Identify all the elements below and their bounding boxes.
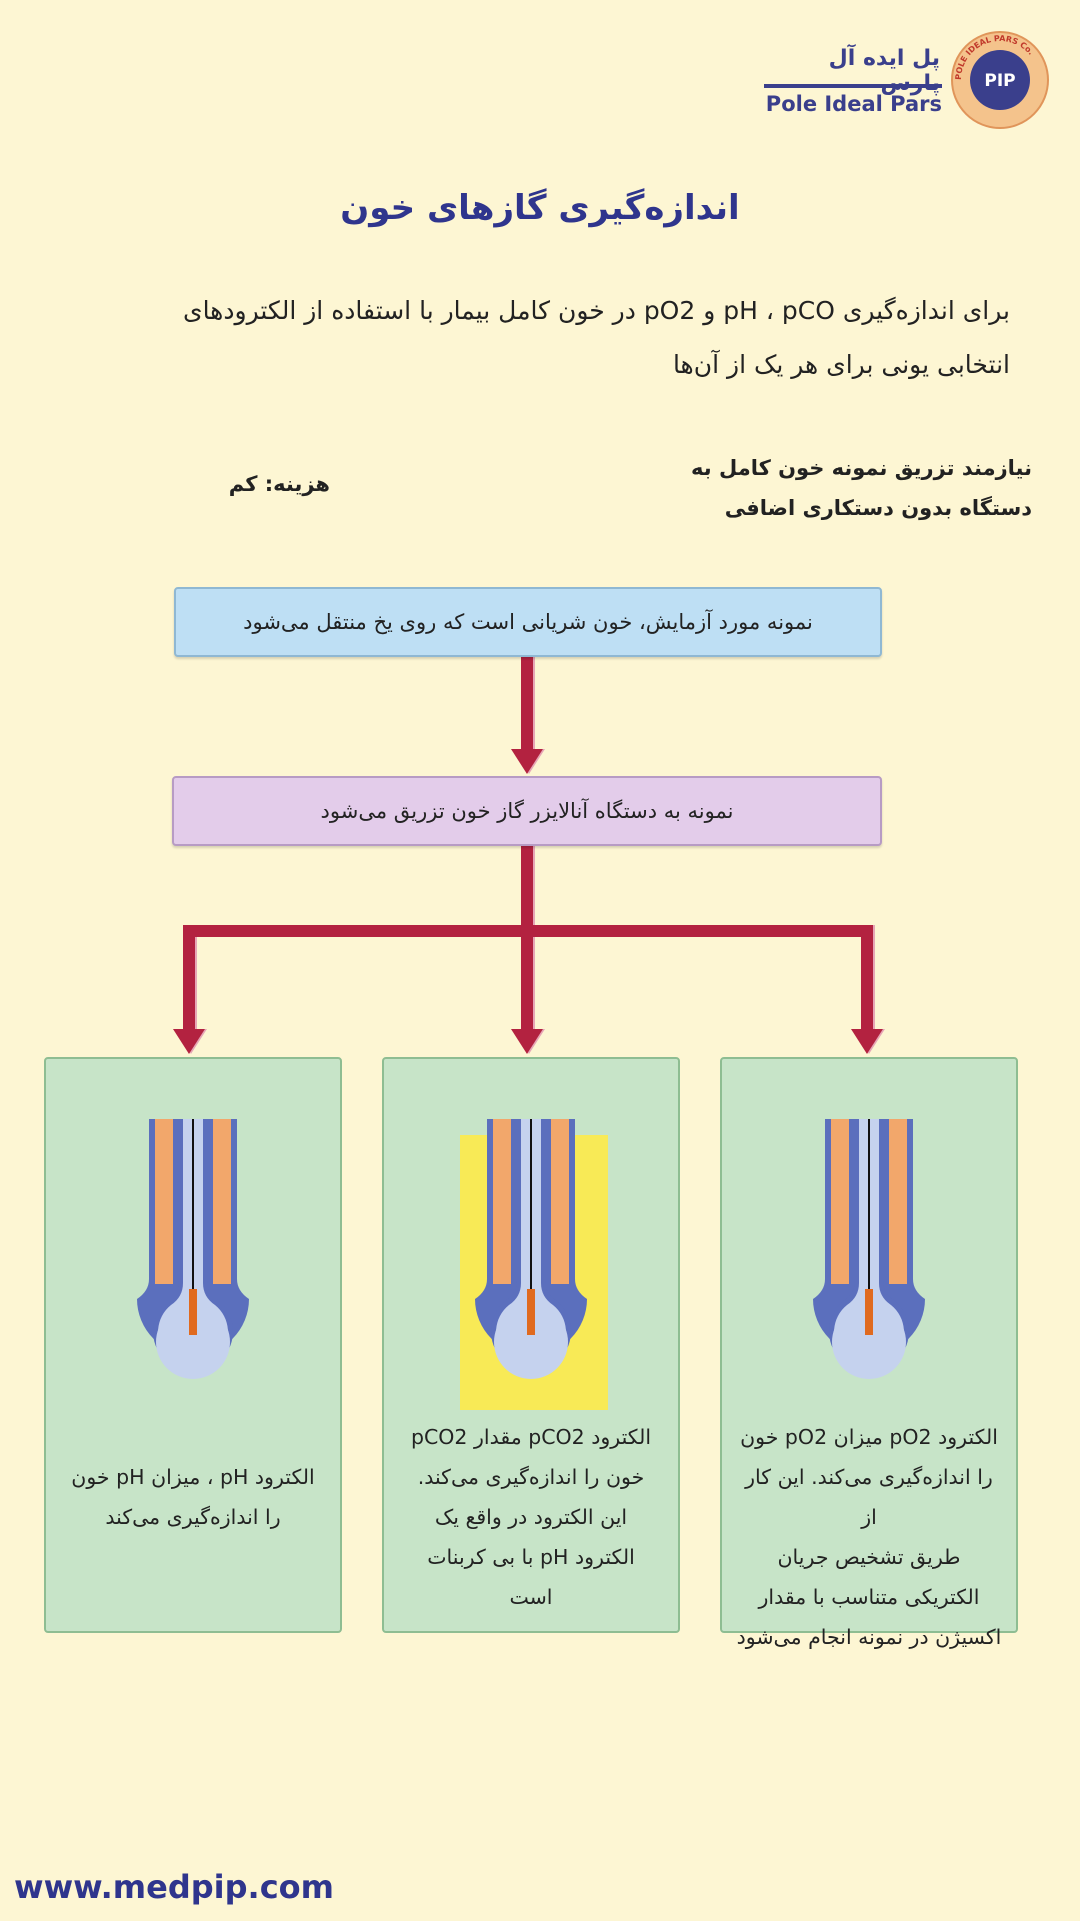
po2-line-2: را اندازه‌گیری می‌کند. این کار از: [745, 1465, 993, 1529]
po2-line-4: الکتریکی متناسب با مقدار: [758, 1585, 980, 1609]
requirement-line-1: نیازمند تزریق نمونه خون کامل به: [691, 456, 1032, 480]
connector-1-shaft: [521, 653, 533, 753]
flow-step-sample-text: نمونه مورد آزمایش، خون شریانی است که روی…: [243, 610, 813, 634]
ph-electrode-description: الکترود pH ، میزان pH خون را اندازه‌گیری…: [60, 1457, 326, 1537]
ph-electrode-card: الکترود pH ، میزان pH خون را اندازه‌گیری…: [44, 1057, 342, 1633]
requirement-note: نیازمند تزریق نمونه خون کامل به دستگاه ب…: [560, 448, 1032, 528]
intro-line-1: برای اندازه‌گیری pH ، pCO و pO2 در خون ک…: [183, 296, 1010, 325]
requirement-line-2: دستگاه بدون دستکاری اضافی: [724, 496, 1032, 520]
pco2-electrode-card: الکترود pCO2 مقدار pCO2 خون را اندازه‌گی…: [382, 1057, 680, 1633]
ph-line-1: الکترود pH ، میزان pH خون: [71, 1465, 315, 1489]
website-url[interactable]: www.medpip.com: [14, 1868, 334, 1906]
pco2-line-3: این الکترود در واقع یک: [434, 1505, 628, 1529]
logo-monogram: PIP: [984, 71, 1015, 91]
logo-name-en: Pole Ideal Pars: [765, 92, 942, 116]
company-seal-logo: POLE IDEAL PARS Co. PIP: [951, 31, 1049, 129]
po2-electrode-card: الکترود pO2 میزان pO2 خون را اندازه‌گیری…: [720, 1057, 1018, 1649]
connector-mid-arrowhead: [511, 1029, 543, 1054]
cost-note: هزینه: کم: [228, 472, 330, 496]
flow-step-injection: نمونه به دستگاه آنالایزر گاز خون تزریق م…: [172, 776, 882, 846]
connector-1-arrowhead: [511, 749, 543, 774]
pco2-line-2: خون را اندازه‌گیری می‌کند.: [417, 1465, 645, 1489]
pco2-line-5: است: [509, 1585, 553, 1609]
connector-right-arrowhead: [851, 1029, 883, 1054]
pco2-line-1: الکترود pCO2 مقدار pCO2: [410, 1425, 652, 1449]
intro-text: برای اندازه‌گیری pH ، pCO و pO2 در خون ک…: [60, 284, 1010, 392]
ph-line-2: را اندازه‌گیری می‌کند: [105, 1505, 281, 1529]
po2-line-5: اکسیژن در نمونه انجام می‌شود: [736, 1625, 1002, 1649]
po2-line-1: الکترود pO2 میزان pO2 خون: [740, 1425, 998, 1449]
po2-line-3: طریق تشخیص جریان: [777, 1545, 961, 1569]
connector-left-arrowhead: [173, 1029, 205, 1054]
po2-electrode-icon: [813, 1119, 925, 1379]
po2-electrode-description: الکترود pO2 میزان pO2 خون را اندازه‌گیری…: [736, 1417, 1002, 1657]
logo-divider: [764, 84, 942, 88]
intro-line-2: انتخابی یونی برای هر یک از آن‌ها: [672, 350, 1010, 379]
connector-2-trunk: [521, 842, 533, 932]
ph-electrode-icon: [137, 1119, 249, 1379]
page-title: اندازه‌گیری گازهای خون: [340, 188, 740, 228]
logo-name-fa: پل ایده آل پارس: [828, 46, 940, 96]
connector-right-shaft: [861, 925, 873, 1033]
pco2-electrode-icon: [475, 1119, 587, 1379]
flow-step-sample: نمونه مورد آزمایش، خون شریانی است که روی…: [174, 587, 882, 657]
flow-step-injection-text: نمونه به دستگاه آنالایزر گاز خون تزریق م…: [320, 799, 734, 823]
pco2-electrode-description: الکترود pCO2 مقدار pCO2 خون را اندازه‌گی…: [398, 1417, 664, 1617]
connector-mid-shaft: [521, 925, 533, 1033]
pco2-line-4: الکترود pH با بی کربنات: [427, 1545, 635, 1569]
connector-left-shaft: [183, 925, 195, 1033]
